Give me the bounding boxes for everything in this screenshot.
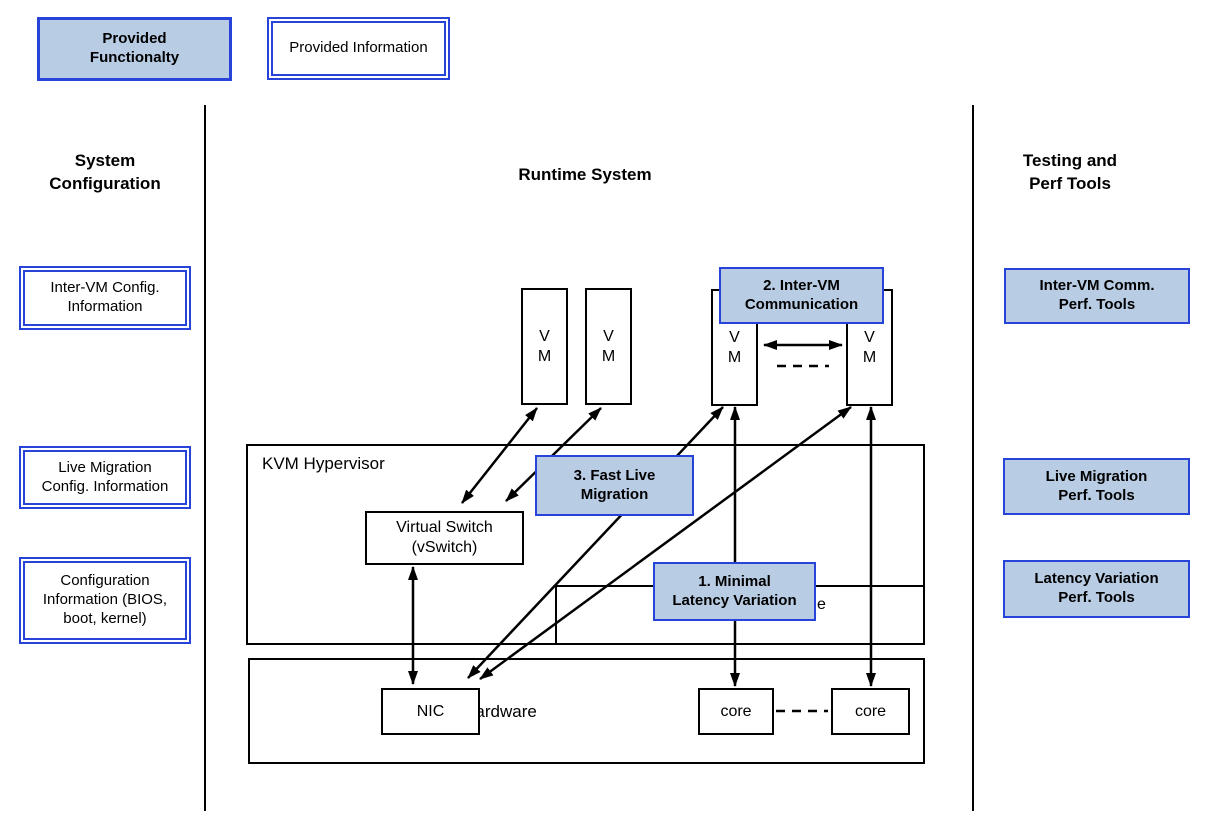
config-box-live-migration: Live Migration Config. Information xyxy=(19,446,191,509)
config-box-bios: Configuration Information (BIOS, boot, k… xyxy=(19,557,191,644)
core-box-1: core xyxy=(698,688,774,735)
feature-minimal-latency-variation: 1. Minimal Latency Variation xyxy=(653,562,816,621)
core-box-2-label: core xyxy=(854,702,887,720)
feature-inter-vm-communication-label: 2. Inter-VM Communication xyxy=(744,276,859,313)
feature-fast-live-migration: 3. Fast Live Migration xyxy=(535,455,694,516)
hardware-box xyxy=(248,658,925,764)
config-box-bios-inner: Configuration Information (BIOS, boot, k… xyxy=(23,561,187,640)
legend-provided-information-inner: Provided Information xyxy=(271,21,446,76)
nic-box: NIC xyxy=(381,688,480,735)
hypervisor-inner-box-partial-label: e xyxy=(817,596,826,613)
virtual-switch-box: Virtual Switch (vSwitch) xyxy=(365,511,524,565)
runtime-system-title: Runtime System xyxy=(518,165,652,184)
config-box-inter-vm-inner: Inter-VM Config. Information xyxy=(23,270,187,326)
testing-perf-tools-title: Testing and Perf Tools xyxy=(1022,151,1118,193)
nic-label: NIC xyxy=(416,702,445,720)
vm-box-1-label: V M xyxy=(537,327,552,365)
config-box-live-migration-inner: Live Migration Config. Information xyxy=(23,450,187,505)
vm-box-1: V M xyxy=(521,288,568,405)
legend-provided-information-box: Provided Information xyxy=(267,17,450,80)
legend-provided-functionality-box: Provided Functionalty xyxy=(37,17,232,81)
feature-fast-live-migration-label: 3. Fast Live Migration xyxy=(573,466,656,503)
config-box-inter-vm-label: Inter-VM Config. Information xyxy=(50,279,160,315)
vm-box-2: V M xyxy=(585,288,632,405)
feature-minimal-latency-variation-label: 1. Minimal Latency Variation xyxy=(672,572,797,609)
core-box-1-label: core xyxy=(720,702,752,720)
virtual-switch-label: Virtual Switch (vSwitch) xyxy=(396,519,493,556)
tool-box-latency-variation-label: Latency Variation Perf. Tools xyxy=(1034,570,1159,606)
tool-box-live-migration-label: Live Migration Perf. Tools xyxy=(1045,467,1148,504)
tool-box-inter-vm-comm-label: Inter-VM Comm. Perf. Tools xyxy=(1039,277,1155,313)
system-configuration-title: System Configuration xyxy=(49,151,161,193)
vm-box-3-label: V M xyxy=(727,328,742,366)
config-box-live-migration-label: Live Migration Config. Information xyxy=(41,458,169,495)
tool-box-inter-vm-comm: Inter-VM Comm. Perf. Tools xyxy=(1004,268,1190,324)
hardware-label: Hardware xyxy=(463,702,537,721)
config-box-bios-label: Configuration Information (BIOS, boot, k… xyxy=(42,572,168,627)
legend-provided-information-label: Provided Information xyxy=(289,39,428,57)
tool-box-live-migration: Live Migration Perf. Tools xyxy=(1003,458,1190,515)
vm-box-2-label: V M xyxy=(601,327,616,365)
core-box-2: core xyxy=(831,688,910,735)
config-box-inter-vm: Inter-VM Config. Information xyxy=(19,266,191,330)
right-column-divider xyxy=(972,105,974,811)
hypervisor-inner-box-left-line xyxy=(555,585,557,643)
kvm-hypervisor-label: KVM Hypervisor xyxy=(262,454,385,473)
legend-provided-functionality-label: Provided Functionalty xyxy=(89,30,180,66)
tool-box-latency-variation: Latency Variation Perf. Tools xyxy=(1003,560,1190,618)
vm-box-4-label: V M xyxy=(862,328,877,366)
feature-inter-vm-communication: 2. Inter-VM Communication xyxy=(719,267,884,324)
left-column-divider xyxy=(204,105,206,811)
